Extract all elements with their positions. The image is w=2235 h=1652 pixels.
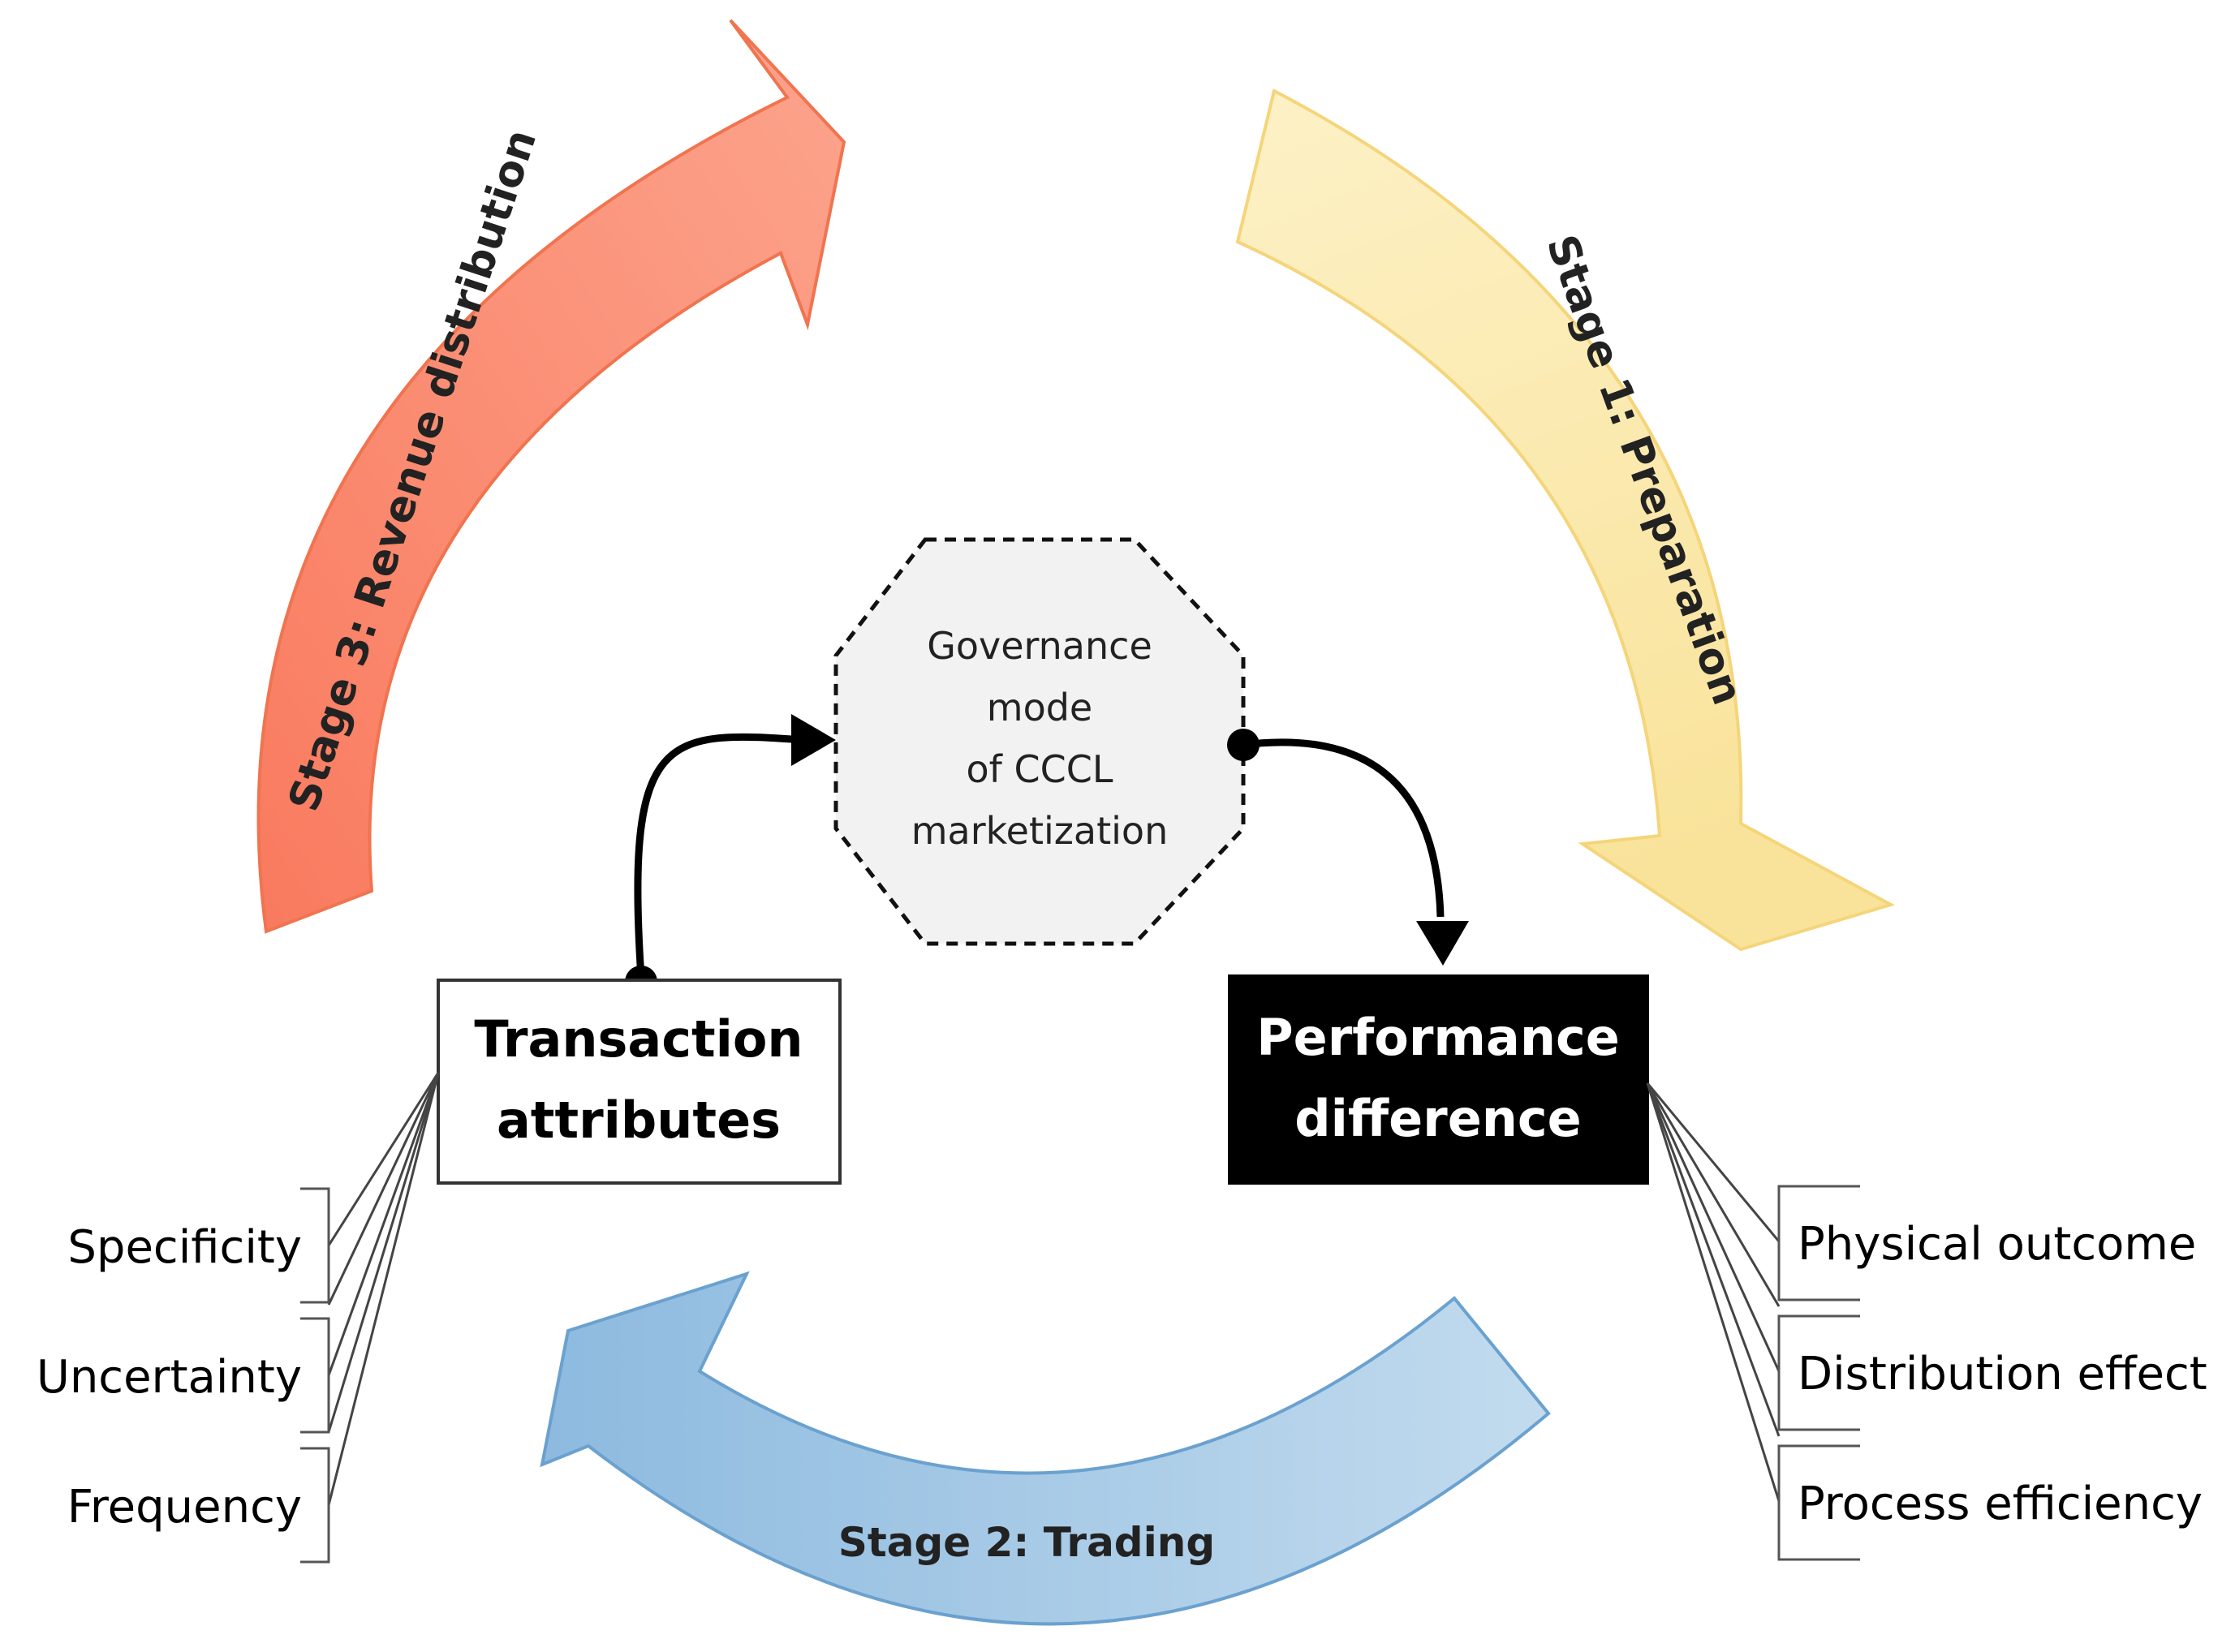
stage3-arrow [256,19,846,934]
performance-item-process-efficiency: Process efficiency [1798,1478,2203,1530]
transaction-line-2: attributes [497,1091,781,1150]
connector-dot-governance [1227,729,1260,761]
arrowhead-to-governance [791,714,836,766]
performance-brackets [1777,1185,1860,1561]
stage2-label: Stage 2: Trading [838,1519,1215,1566]
transaction-item-uncertainty: Uncertainty [37,1351,302,1404]
governance-line-1: Governance [927,624,1152,668]
connector-transaction-to-governance [634,733,804,979]
transaction-line-1: Transaction [474,1009,803,1069]
performance-item-physical-outcome: Physical outcome [1798,1218,2196,1271]
performance-fan-lines [1646,1082,1781,1502]
performance-line-1: Performance [1256,1008,1620,1067]
connector-governance-to-performance [1242,738,1445,918]
transaction-fan-lines [327,1072,440,1506]
performance-difference-box [1228,974,1649,1185]
transaction-attributes-box [437,979,842,1185]
performance-line-2: difference [1294,1089,1581,1148]
transaction-item-frequency: Frequency [67,1481,302,1534]
arrowhead-to-performance [1416,921,1469,966]
performance-item-distribution-effect: Distribution effect [1798,1348,2207,1400]
governance-label: Governance mode of CCCL marketization [911,624,1168,853]
stage1-arrow [1235,88,1896,952]
stage3-label: Stage 3: Revenue distribution [279,124,546,817]
governance-line-3: of CCCL [967,747,1113,791]
governance-octagon [833,537,1246,946]
governance-line-4: marketization [911,809,1168,853]
transaction-items: Specificity Uncertainty Frequency [37,1221,302,1534]
transaction-item-specificity: Specificity [67,1221,302,1274]
governance-line-2: mode [987,686,1092,729]
stage2-band [540,1271,1551,1626]
transaction-brackets [300,1187,330,1564]
performance-items: Physical outcome Distribution effect Pro… [1798,1218,2207,1530]
